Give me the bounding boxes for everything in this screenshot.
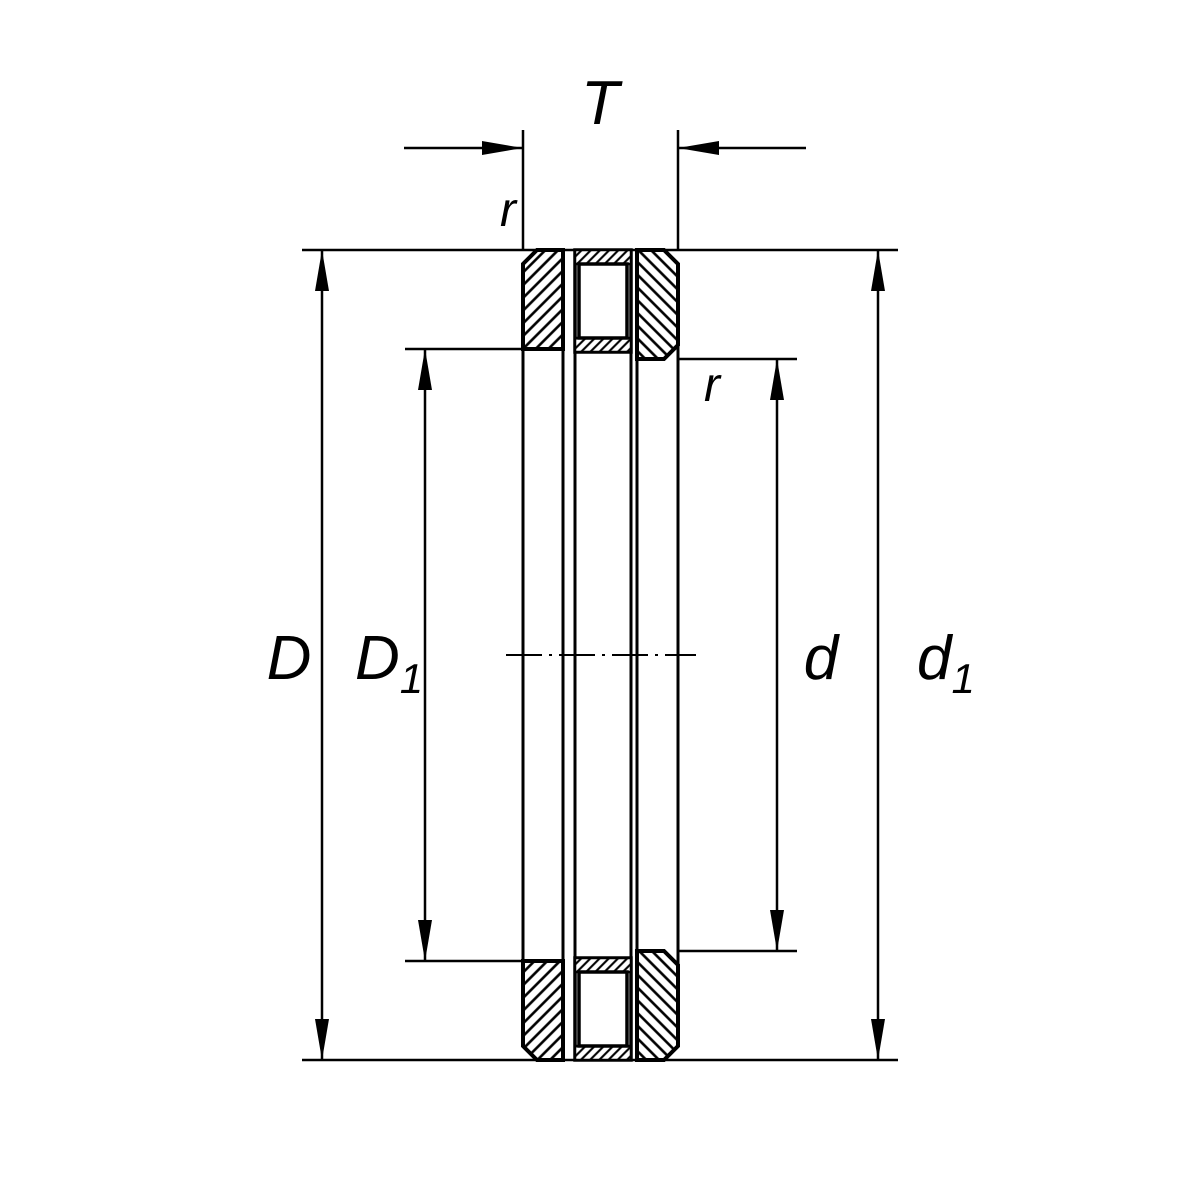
arrowhead-d1-top: [871, 250, 885, 291]
roller-cage-section: [573, 248, 633, 1062]
bearing-cross-section: [506, 248, 696, 1062]
dim-D: D: [267, 250, 329, 1060]
arrowhead-d-top: [770, 359, 784, 400]
shaft-washer-section: [635, 248, 680, 1062]
label-T: T: [581, 69, 623, 138]
label-D1: D1: [355, 624, 423, 702]
label-d1: d1: [917, 624, 975, 702]
arrowhead-D1-bottom: [418, 920, 432, 961]
dim-d1: d1: [871, 250, 975, 1060]
arrowhead-T-left: [482, 141, 523, 155]
arrowhead-T-right: [678, 141, 719, 155]
roller-top: [577, 262, 629, 340]
dim-d: d: [678, 357, 841, 953]
label-d: d: [804, 624, 841, 693]
label-r-top: r: [500, 184, 518, 237]
arrowhead-d1-bottom: [871, 1019, 885, 1060]
roller-bottom: [577, 970, 629, 1048]
dim-D1: D1: [355, 347, 523, 963]
arrowhead-D1-top: [418, 349, 432, 390]
arrowhead-D-top: [315, 250, 329, 291]
arrowhead-d-bottom: [770, 910, 784, 951]
dim-T: T: [404, 69, 806, 250]
arrowhead-D-bottom: [315, 1019, 329, 1060]
label-D: D: [267, 624, 312, 693]
label-r-inner: r: [704, 359, 722, 412]
